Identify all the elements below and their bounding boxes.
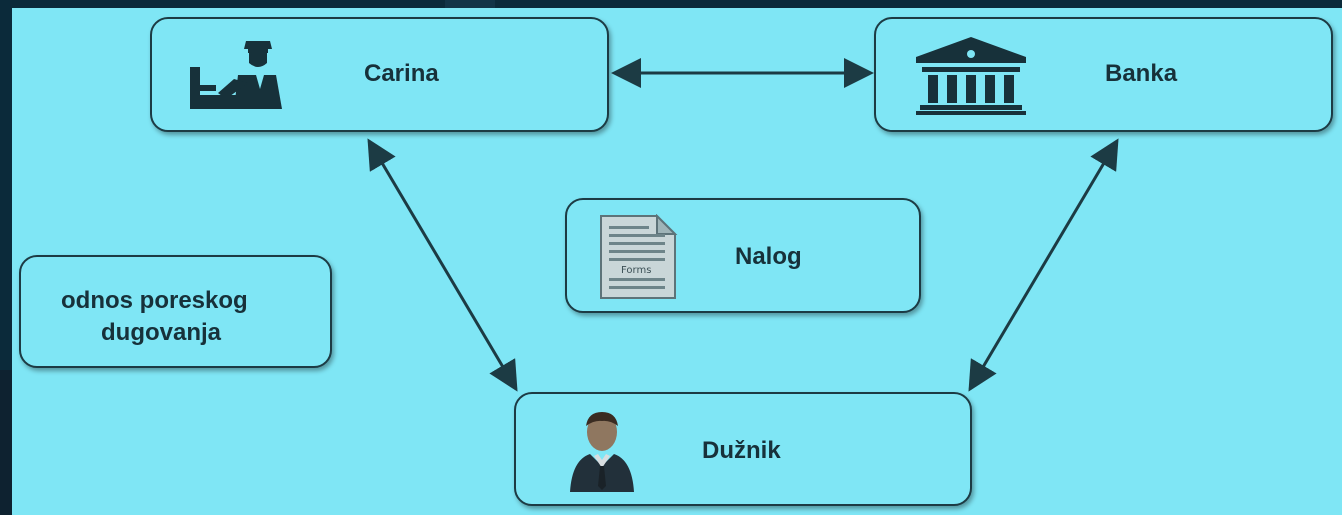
note-line-1: odnos poreskog — [61, 287, 248, 314]
node-duznik[interactable]: Dužnik — [514, 392, 972, 506]
svg-text:Forms: Forms — [621, 265, 651, 276]
person-avatar-icon — [570, 412, 634, 492]
node-label-nalog: Nalog — [735, 243, 802, 270]
node-label-banka: Banka — [1105, 60, 1178, 87]
background-slab-top — [445, 0, 495, 8]
form-document-icon: Forms — [600, 214, 678, 299]
node-carina[interactable]: Carina — [150, 17, 609, 132]
node-label-carina: Carina — [364, 60, 439, 87]
node-note: odnos poreskog dugovanja — [19, 255, 332, 368]
node-nalog[interactable]: Forms Nalog — [565, 198, 921, 313]
note-line-2: dugovanja — [101, 319, 222, 346]
node-label-duznik: Dužnik — [702, 437, 781, 464]
bank-building-icon — [916, 37, 1026, 115]
node-banka[interactable]: Banka — [874, 17, 1333, 132]
customs-officer-icon — [190, 41, 282, 109]
background-slab-left — [0, 370, 12, 515]
